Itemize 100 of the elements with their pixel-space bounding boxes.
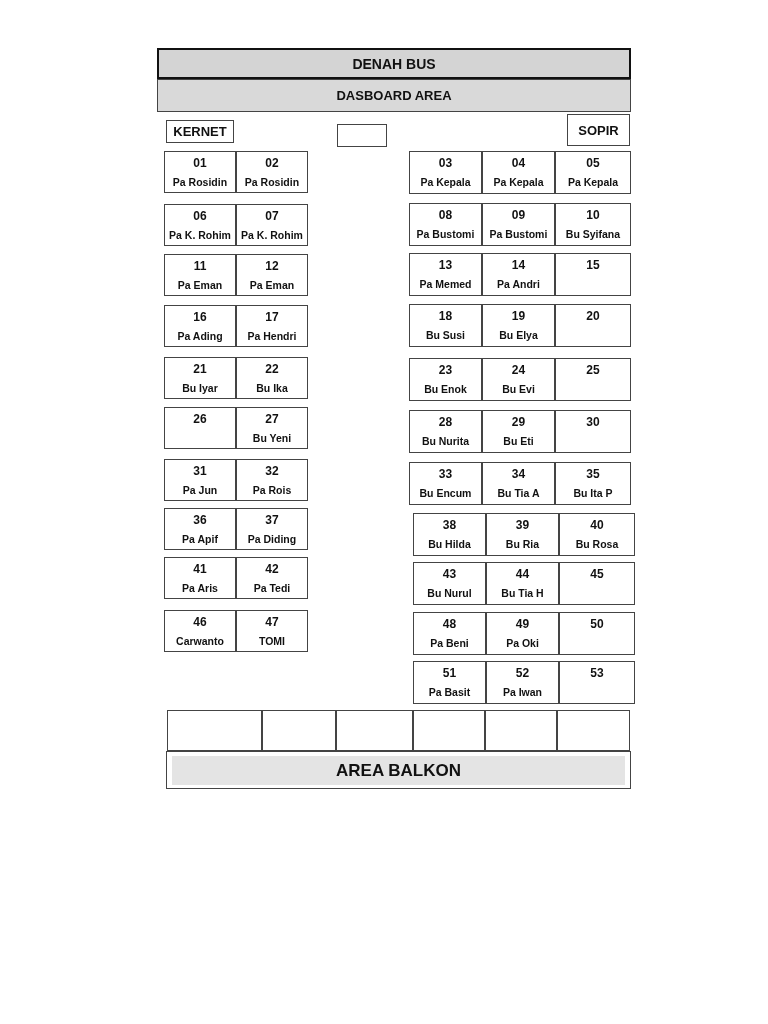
seat-number: 50 — [589, 617, 605, 631]
seat-number: 10 — [585, 208, 601, 222]
seat-number: 39 — [514, 518, 531, 532]
passenger-name: Pa Diding — [246, 533, 298, 545]
role-label: SOPIR — [577, 121, 620, 140]
heading-text: DENAH BUS — [351, 54, 437, 74]
seat-box — [164, 459, 236, 501]
seat-number: 08 — [437, 208, 454, 222]
passenger-name: Pa Rosidin — [171, 176, 229, 188]
seat-box — [164, 151, 236, 193]
seat-box — [236, 557, 308, 599]
seat-box — [486, 612, 559, 655]
passenger-name: Pa Ading — [176, 330, 224, 342]
passenger-name: Pa Apif — [181, 533, 219, 545]
label-box — [166, 120, 234, 143]
seat-box — [236, 357, 308, 399]
seat-number: 14 — [510, 258, 527, 272]
seat-box — [409, 304, 482, 347]
seat-number: 16 — [192, 310, 208, 324]
seat-box — [486, 562, 559, 605]
seat-number: 41 — [192, 562, 208, 576]
seat-number: 47 — [264, 615, 280, 629]
seat-box — [413, 612, 486, 655]
seat-box — [559, 661, 635, 704]
passenger-name: Bu Tia H — [500, 587, 545, 599]
passenger-name: Bu Tia A — [496, 487, 541, 499]
seat-number: 06 — [192, 209, 208, 223]
seat-number: 33 — [437, 467, 454, 481]
seat-box — [236, 407, 308, 449]
passenger-name: Carwanto — [175, 635, 225, 647]
passenger-name: Pa Kepala — [566, 176, 620, 188]
seat-number: 03 — [437, 156, 454, 170]
seat-box — [482, 410, 555, 453]
seat-number: 42 — [264, 562, 280, 576]
seat-box — [236, 610, 308, 652]
seat-box — [164, 407, 236, 449]
passenger-name: Pa Kepala — [492, 176, 545, 188]
seat-number: 27 — [264, 412, 280, 426]
passenger-name: Pa Iwan — [501, 686, 544, 698]
passenger-name: Pa Kepala — [419, 176, 472, 188]
seat-box — [555, 304, 631, 347]
seat-number: 26 — [192, 412, 208, 426]
seat-number: 24 — [510, 363, 527, 377]
seat-number: 18 — [437, 309, 454, 323]
seat-number: 36 — [192, 513, 208, 527]
passenger-name: Bu Encum — [418, 487, 473, 499]
dashboard-band — [157, 79, 631, 112]
passenger-name: Pa Bustomi — [415, 228, 476, 240]
seat-box — [482, 462, 555, 505]
seat-box — [409, 462, 482, 505]
seat-number: 51 — [441, 666, 458, 680]
title-band — [157, 48, 631, 79]
seat-number: 20 — [585, 309, 601, 323]
seat-number: 09 — [510, 208, 527, 222]
seat-number: 46 — [192, 615, 208, 629]
seat-number: 15 — [585, 258, 601, 272]
seat-number: 49 — [514, 617, 531, 631]
passenger-name: Pa Rosidin — [243, 176, 301, 188]
seat-box — [409, 203, 482, 246]
seat-box — [409, 358, 482, 401]
area-label: AREA BALKON — [172, 756, 625, 785]
seat-number: 07 — [264, 209, 280, 223]
seat-number: 04 — [510, 156, 527, 170]
seat-box — [555, 358, 631, 401]
seat-box — [164, 305, 236, 347]
passenger-name: Pa K. Rohim — [240, 229, 304, 241]
seat-box — [164, 508, 236, 550]
seat-box — [413, 513, 486, 556]
passenger-name: Bu Rosa — [574, 538, 620, 550]
seat-number: 34 — [510, 467, 527, 481]
seat-number: 43 — [441, 567, 458, 581]
seat-box — [409, 151, 482, 194]
seat-number: 13 — [437, 258, 454, 272]
seat-box — [486, 661, 559, 704]
seat-box — [555, 253, 631, 296]
seat-box — [236, 151, 308, 193]
seat-number: 40 — [589, 518, 605, 532]
seat-number: 52 — [514, 666, 531, 680]
passenger-name: Pa Aris — [181, 582, 219, 594]
seat-box — [482, 253, 555, 296]
seat-number: 44 — [514, 567, 531, 581]
seat-box — [236, 305, 308, 347]
seat-number: 37 — [264, 513, 280, 527]
seat-number: 12 — [264, 259, 280, 273]
passenger-name: Pa Tedi — [252, 582, 292, 594]
passenger-name: Pa Eman — [248, 279, 296, 291]
label-box — [567, 114, 630, 146]
seat-box — [236, 459, 308, 501]
seat-box — [164, 357, 236, 399]
seat-box — [164, 610, 236, 652]
passenger-name: Bu Yeni — [251, 432, 293, 444]
seat-number: 01 — [192, 156, 208, 170]
seat-number: 21 — [192, 362, 208, 376]
seat-box — [413, 562, 486, 605]
passenger-name: TOMI — [257, 635, 287, 647]
seat-box — [164, 204, 236, 246]
passenger-name: Pa Oki — [505, 637, 540, 649]
passenger-name: Pa Jun — [181, 484, 219, 496]
seat-number: 02 — [264, 156, 280, 170]
seat-box — [409, 253, 482, 296]
